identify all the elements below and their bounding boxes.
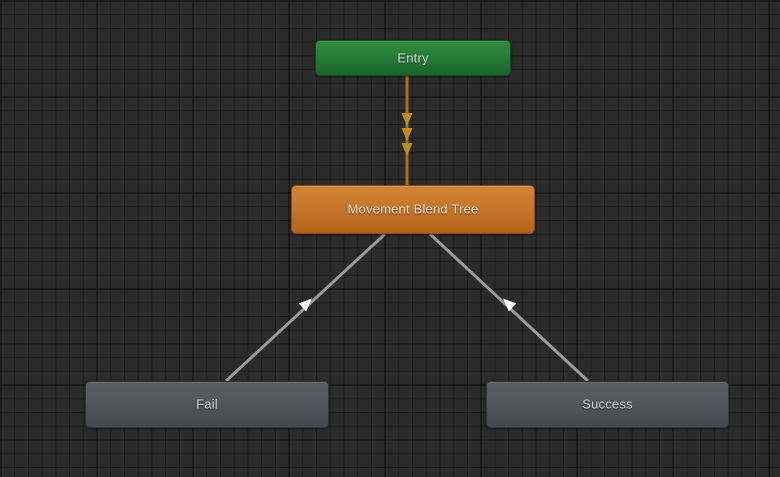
state-node-entry[interactable]: Entry	[315, 40, 511, 76]
transition-arrowhead	[401, 143, 413, 157]
state-node-label: Movement Blend Tree	[347, 201, 479, 217]
transition-entry-to-blend-tree[interactable]	[401, 76, 413, 185]
transition-arrowhead	[401, 113, 413, 127]
transition-blend-tree-to-fail[interactable]	[224, 232, 387, 383]
state-node-label: Entry	[397, 50, 429, 65]
state-node-label: Success	[582, 396, 633, 412]
transition-arrowhead	[401, 128, 413, 142]
state-node-label: Fail	[196, 396, 218, 412]
state-node-fail[interactable]: Fail	[85, 381, 329, 428]
transition-blend-tree-to-success[interactable]	[428, 232, 590, 383]
transition-line	[428, 232, 590, 383]
transition-arrowhead	[503, 298, 517, 312]
state-node-movement-blend-tree[interactable]: Movement Blend Tree	[291, 185, 535, 234]
state-node-success[interactable]: Success	[486, 381, 729, 428]
transition-line	[224, 232, 387, 383]
transition-arrowhead	[298, 298, 312, 312]
